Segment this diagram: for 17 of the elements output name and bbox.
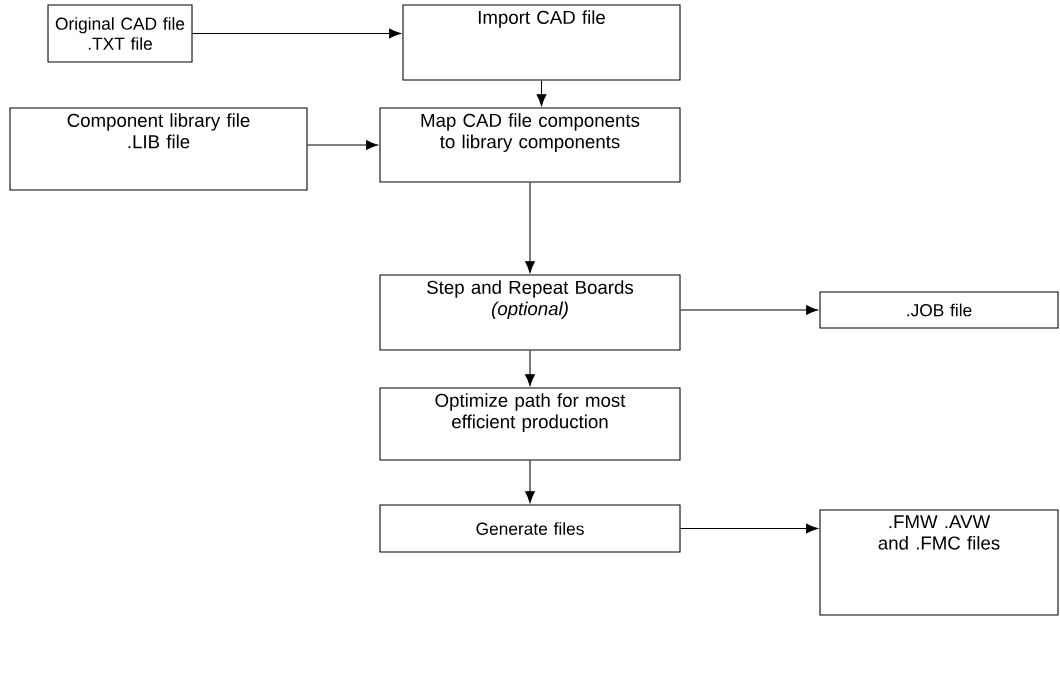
arrow	[680, 305, 818, 315]
process-box: Import CAD file	[402, 4, 681, 81]
process-box: Map CAD file components to library components	[379, 107, 681, 183]
arrow	[192, 28, 401, 39]
process-box: Component library file .LIB file	[9, 107, 308, 191]
process-box: Original CAD file .TXT file	[47, 4, 193, 63]
process-box: Step and Repeat Boards (optional)	[379, 274, 681, 351]
process-box: .FMW .AVW and .FMC files	[819, 509, 1059, 616]
process-box: Generate files	[379, 504, 681, 553]
arrow	[525, 350, 535, 386]
arrow	[525, 460, 535, 503]
process-box: Optimize path for most efficient production	[379, 387, 681, 461]
process-box: .JOB file	[819, 291, 1059, 329]
arrow	[525, 182, 535, 273]
arrow	[536, 80, 547, 106]
arrow	[307, 140, 378, 150]
arrow	[680, 523, 818, 534]
